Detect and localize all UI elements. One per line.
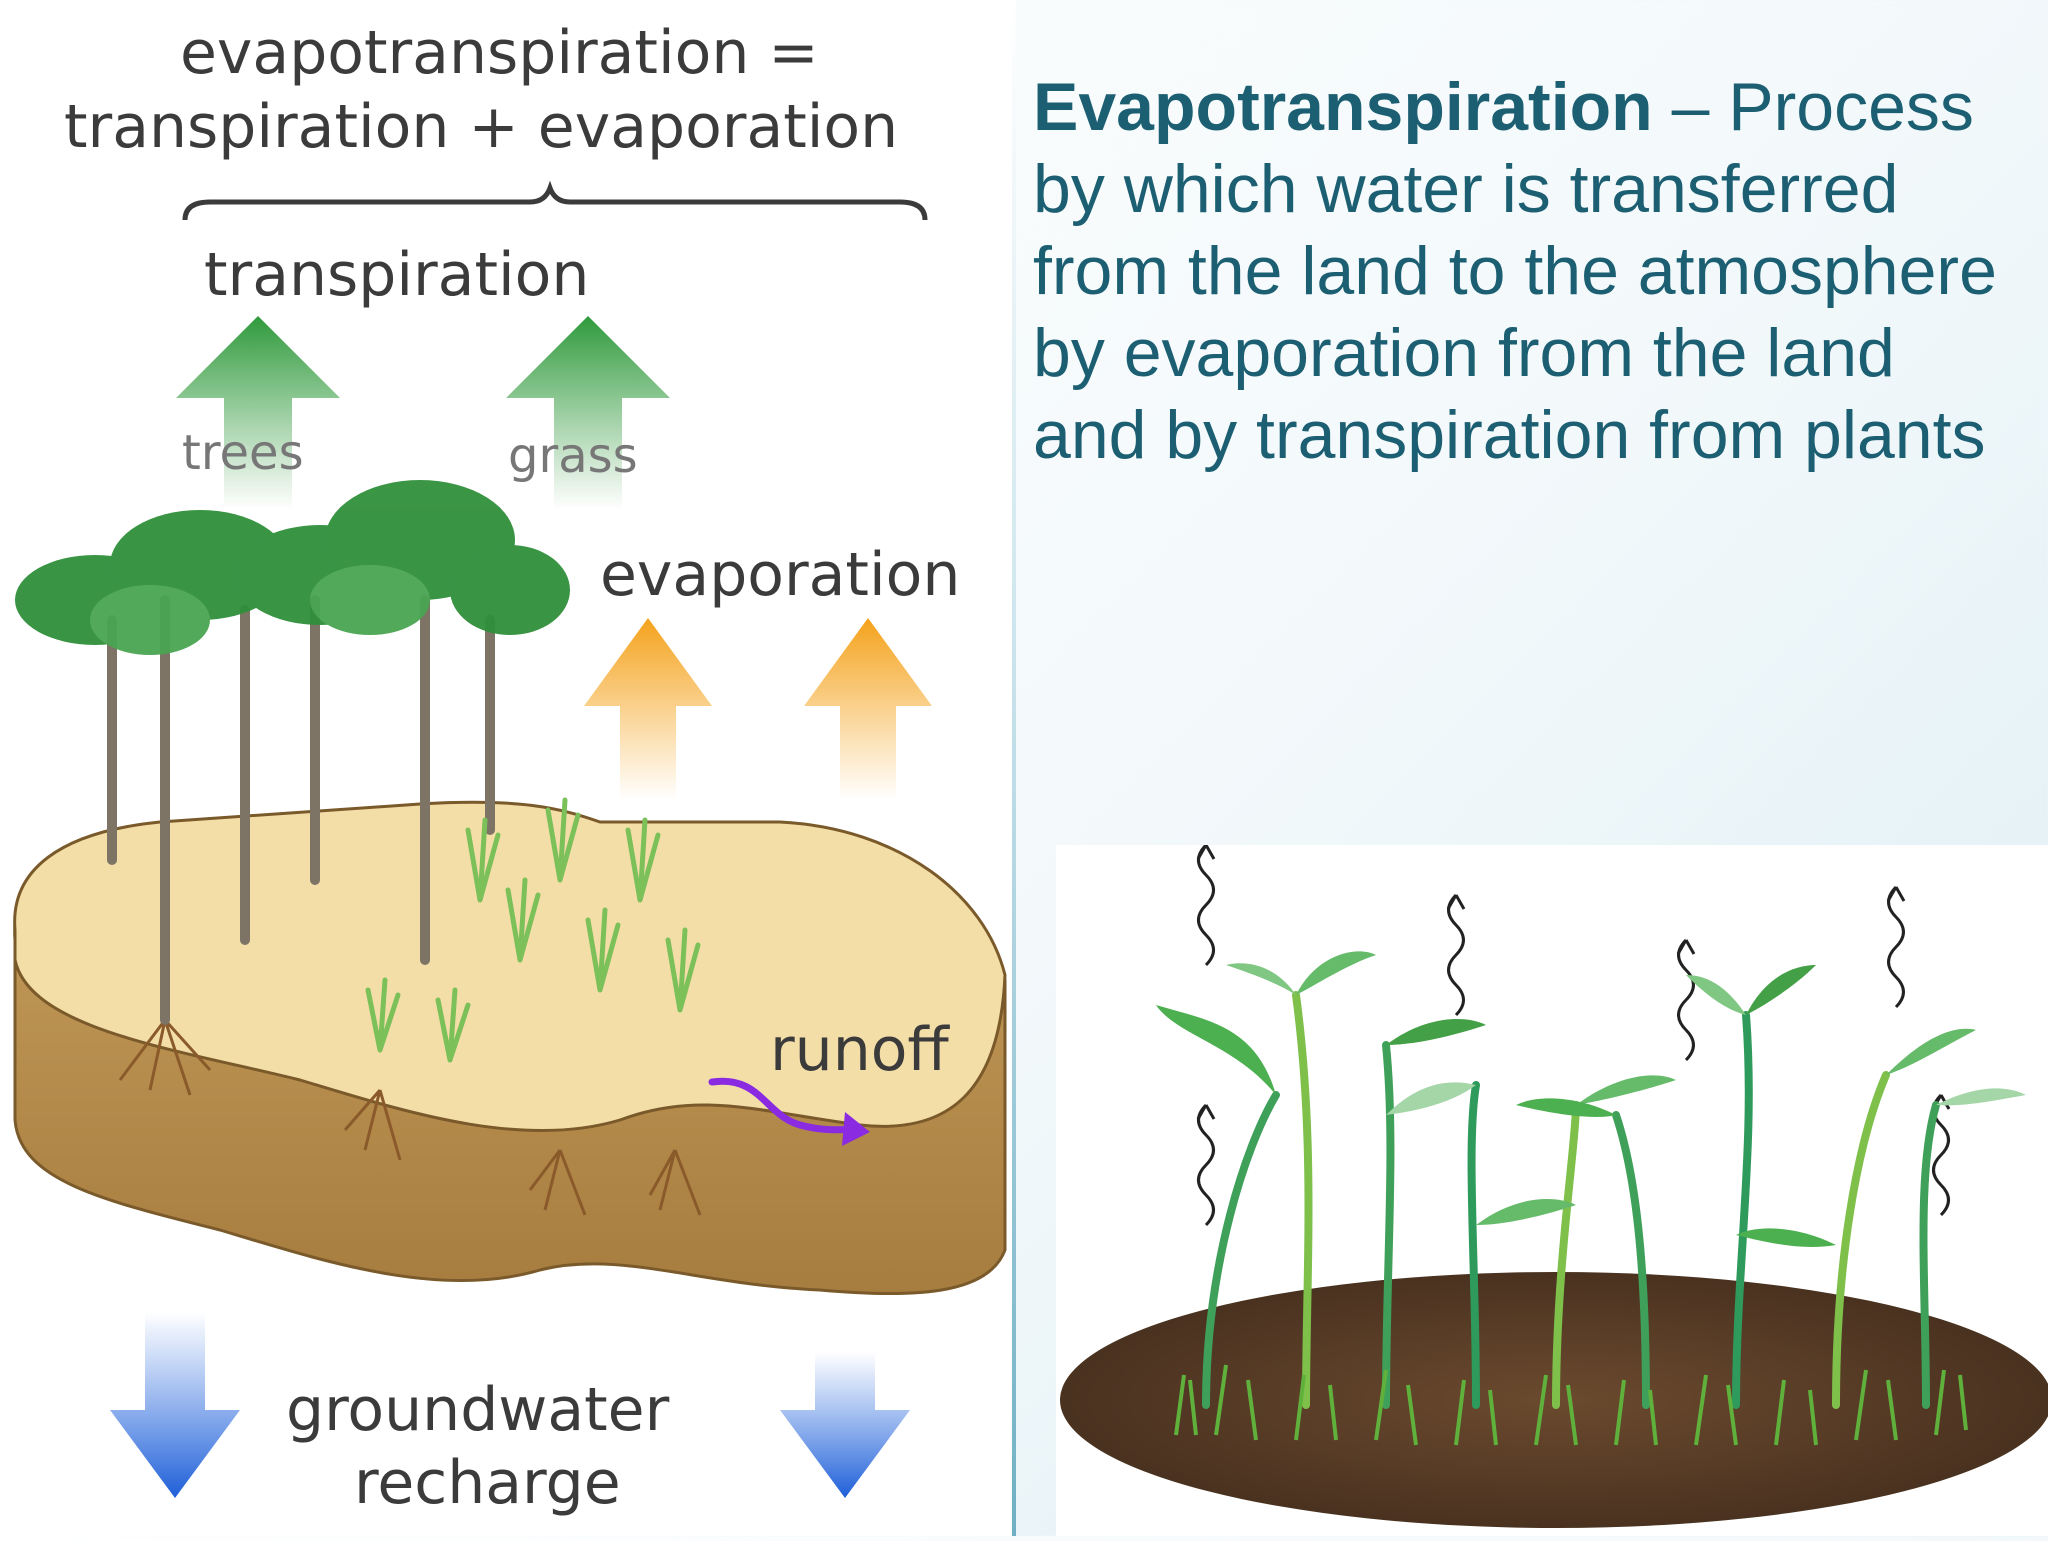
runoff-label: runoff (770, 1015, 949, 1085)
seedling-stems (1202, 991, 1940, 1409)
groundwater-label-line-2: recharge (354, 1448, 621, 1518)
grass-blades (1174, 1364, 1968, 1446)
grass-label: grass (508, 428, 638, 484)
definition-body: – Process by which water is transferred … (1033, 69, 1997, 473)
tree-trunks (107, 595, 495, 1025)
groundwater-arrow-left (110, 1312, 240, 1498)
seedling-illustration (1056, 843, 2048, 1536)
grass-tufts (365, 797, 701, 1063)
soil-top (13, 800, 1007, 1133)
brace (182, 180, 928, 221)
water-cycle-diagram: evapotranspiration = transpiration + eva… (0, 0, 1012, 1536)
seedling-leaves (1156, 951, 2026, 1247)
evaporation-arrow-1 (584, 618, 712, 800)
definition-term: Evapotranspiration (1033, 69, 1653, 145)
definition-text: Evapotranspiration – Process by which wa… (1033, 66, 2023, 476)
panel-divider (1012, 0, 1016, 1536)
transpiration-label: transpiration (204, 240, 590, 310)
runoff-arrow (708, 1077, 864, 1134)
tree-canopies (15, 480, 570, 655)
groundwater-label-line-1: groundwater (286, 1375, 670, 1445)
equation-line-2: transpiration + evaporation (64, 92, 899, 162)
runoff-arrowhead (842, 1112, 870, 1146)
evaporation-arrow-2 (804, 618, 932, 800)
trees-label: trees (182, 425, 304, 481)
diagram-illustration (13, 180, 1007, 1498)
roots (118, 1018, 702, 1216)
equation-line-1: evapotranspiration = (180, 18, 819, 88)
transpiration-arrow-grass (506, 316, 670, 510)
groundwater-arrow-right (780, 1352, 910, 1498)
transpiration-arrow-trees (176, 316, 340, 510)
evaporation-label: evaporation (600, 540, 961, 610)
seedling-drawing (1060, 843, 2048, 1528)
